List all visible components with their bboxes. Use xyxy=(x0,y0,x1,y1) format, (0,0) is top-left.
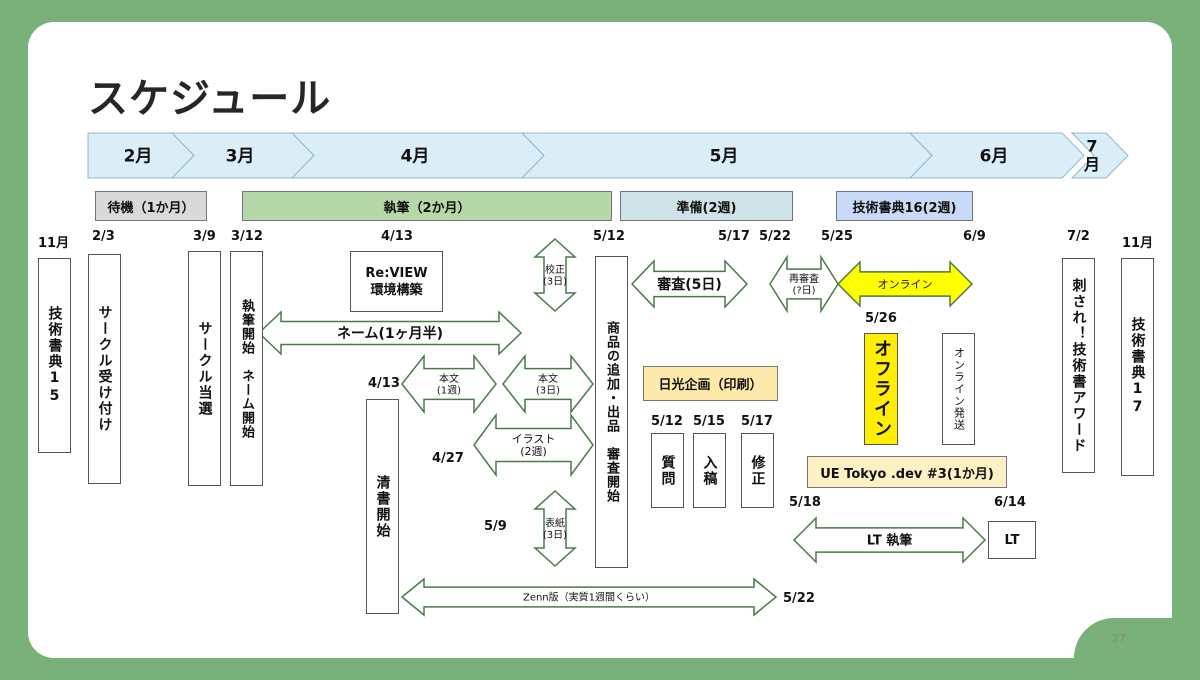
milestone-text: サークル当選 xyxy=(196,320,213,417)
date-label: 3/9 xyxy=(193,229,216,244)
month-chevron xyxy=(1070,132,1129,179)
date-label: 11月 xyxy=(38,236,70,251)
proof-arrow xyxy=(533,237,577,313)
name-arrow-label: ネーム(1ヶ月半) xyxy=(337,325,443,342)
milestone-text: 刺され！技術書アワード xyxy=(1070,277,1087,454)
milestone-text: 執筆開始 ネーム開始 xyxy=(239,298,254,439)
online-arrow-label: オンライン xyxy=(878,278,933,291)
lt-writing-arrow-label: LT 執筆 xyxy=(867,533,913,549)
task-fix: 修正 xyxy=(741,433,774,508)
date-label: 6/9 xyxy=(963,229,986,244)
task-question: 質問 xyxy=(651,433,684,508)
date-label: 4/13 xyxy=(381,229,413,244)
offline-box: オフライン xyxy=(864,333,898,445)
slide-corner-cut xyxy=(1074,618,1172,658)
zenn-arrow-label: Zenn版（実質1週間くらい） xyxy=(523,591,655,604)
milestone-writing-start: 執筆開始 ネーム開始 xyxy=(230,251,263,486)
task-submit: 入稿 xyxy=(693,433,726,508)
date-label: 5/25 xyxy=(821,229,853,244)
phase-prep-bar: 準備(2週) xyxy=(620,191,793,221)
month-label: 4月 xyxy=(401,146,430,166)
phase-write-bar: 執筆（2か月） xyxy=(242,191,612,221)
month-chevron xyxy=(908,132,1085,179)
online-arrow xyxy=(836,260,974,308)
date-label: 6/14 xyxy=(994,495,1026,510)
month-label: 5月 xyxy=(710,146,739,166)
ue-tokyo-bar: UE Tokyo .dev #3(1か月) xyxy=(807,456,1007,488)
milestone-tbf17: 技術書典17 xyxy=(1121,258,1154,476)
review-arrow-label: 審査(5日) xyxy=(656,276,722,293)
date-label: 5/12 xyxy=(651,414,683,429)
date-label: 4/13 xyxy=(368,376,400,391)
month-label: 6月 xyxy=(980,146,1009,166)
date-label: 5/15 xyxy=(693,414,725,429)
milestone-product-add: 商品の追加・出品 審査開始 xyxy=(595,256,628,568)
date-label: 5/22 xyxy=(759,229,791,244)
milestone-text: オフライン xyxy=(871,339,892,439)
date-label: 5/12 xyxy=(593,229,625,244)
lt-writing-arrow xyxy=(792,516,987,564)
date-label: 5/17 xyxy=(741,414,773,429)
milestone-text: 修正 xyxy=(749,454,766,487)
cover-arrow xyxy=(533,489,577,568)
milestone-circle-selected: サークル当選 xyxy=(188,251,221,486)
slide-title: スケジュール xyxy=(88,76,332,122)
body1-arrow xyxy=(401,353,497,415)
body3-arrow-label: 本文(3日) xyxy=(536,372,560,397)
milestone-text: 商品の追加・出品 審査開始 xyxy=(604,321,619,503)
proof-arrow-label: 校正(3日) xyxy=(543,263,567,288)
phase-wait-bar: 待機（1か月） xyxy=(95,191,207,221)
month-label: 3月 xyxy=(226,146,255,166)
milestone-tbf15: 技術書典15 xyxy=(38,258,71,453)
date-label: 5/18 xyxy=(789,495,821,510)
milestone-text: サークル受け付け xyxy=(96,305,113,433)
milestone-award: 刺され！技術書アワード xyxy=(1062,258,1095,473)
milestone-text: オンライン発送 xyxy=(952,347,966,431)
date-label: 7/2 xyxy=(1067,229,1090,244)
date-label: 3/12 xyxy=(231,229,263,244)
page-number: 27 xyxy=(1112,632,1126,645)
online-ship-box: オンライン発送 xyxy=(942,333,975,445)
milestone-clean-copy: 清書開始 xyxy=(366,399,399,614)
milestone-text: 質問 xyxy=(659,454,676,487)
body3-arrow xyxy=(502,353,594,415)
date-label: 5/9 xyxy=(484,519,507,534)
cover-arrow-label: 表紙(3日) xyxy=(543,516,567,541)
milestone-circle-signup: サークル受け付け xyxy=(88,254,121,484)
milestone-text: 入稿 xyxy=(701,454,718,487)
date-label: 11月 xyxy=(1122,236,1154,251)
date-label: 5/17 xyxy=(718,229,750,244)
nikko-print-bar: 日光企画（印刷） xyxy=(643,366,778,401)
date-label: 2/3 xyxy=(92,229,115,244)
name-arrow xyxy=(257,310,523,356)
date-label: 4/27 xyxy=(432,451,464,466)
milestone-text: 技術書典15 xyxy=(46,305,63,406)
task-review-env: Re:VIEW 環境構築 xyxy=(350,251,443,312)
zenn-arrow xyxy=(400,577,778,617)
rereview-arrow-label: 再審査(?日) xyxy=(789,272,819,297)
illust-arrow xyxy=(473,412,594,478)
milestone-text: 技術書典17 xyxy=(1129,317,1146,417)
phase-event-bar: 技術書典16(2週) xyxy=(836,191,973,221)
lt-box: LT xyxy=(988,521,1036,559)
date-label: 5/22 xyxy=(783,591,815,606)
body1-arrow-label: 本文(1週) xyxy=(437,372,461,397)
month-label: 2月 xyxy=(124,146,153,166)
review-arrow xyxy=(630,259,749,309)
milestone-text: 清書開始 xyxy=(374,474,391,539)
date-label: 5/26 xyxy=(865,311,897,326)
illust-arrow-label: イラスト(2週) xyxy=(512,433,556,459)
